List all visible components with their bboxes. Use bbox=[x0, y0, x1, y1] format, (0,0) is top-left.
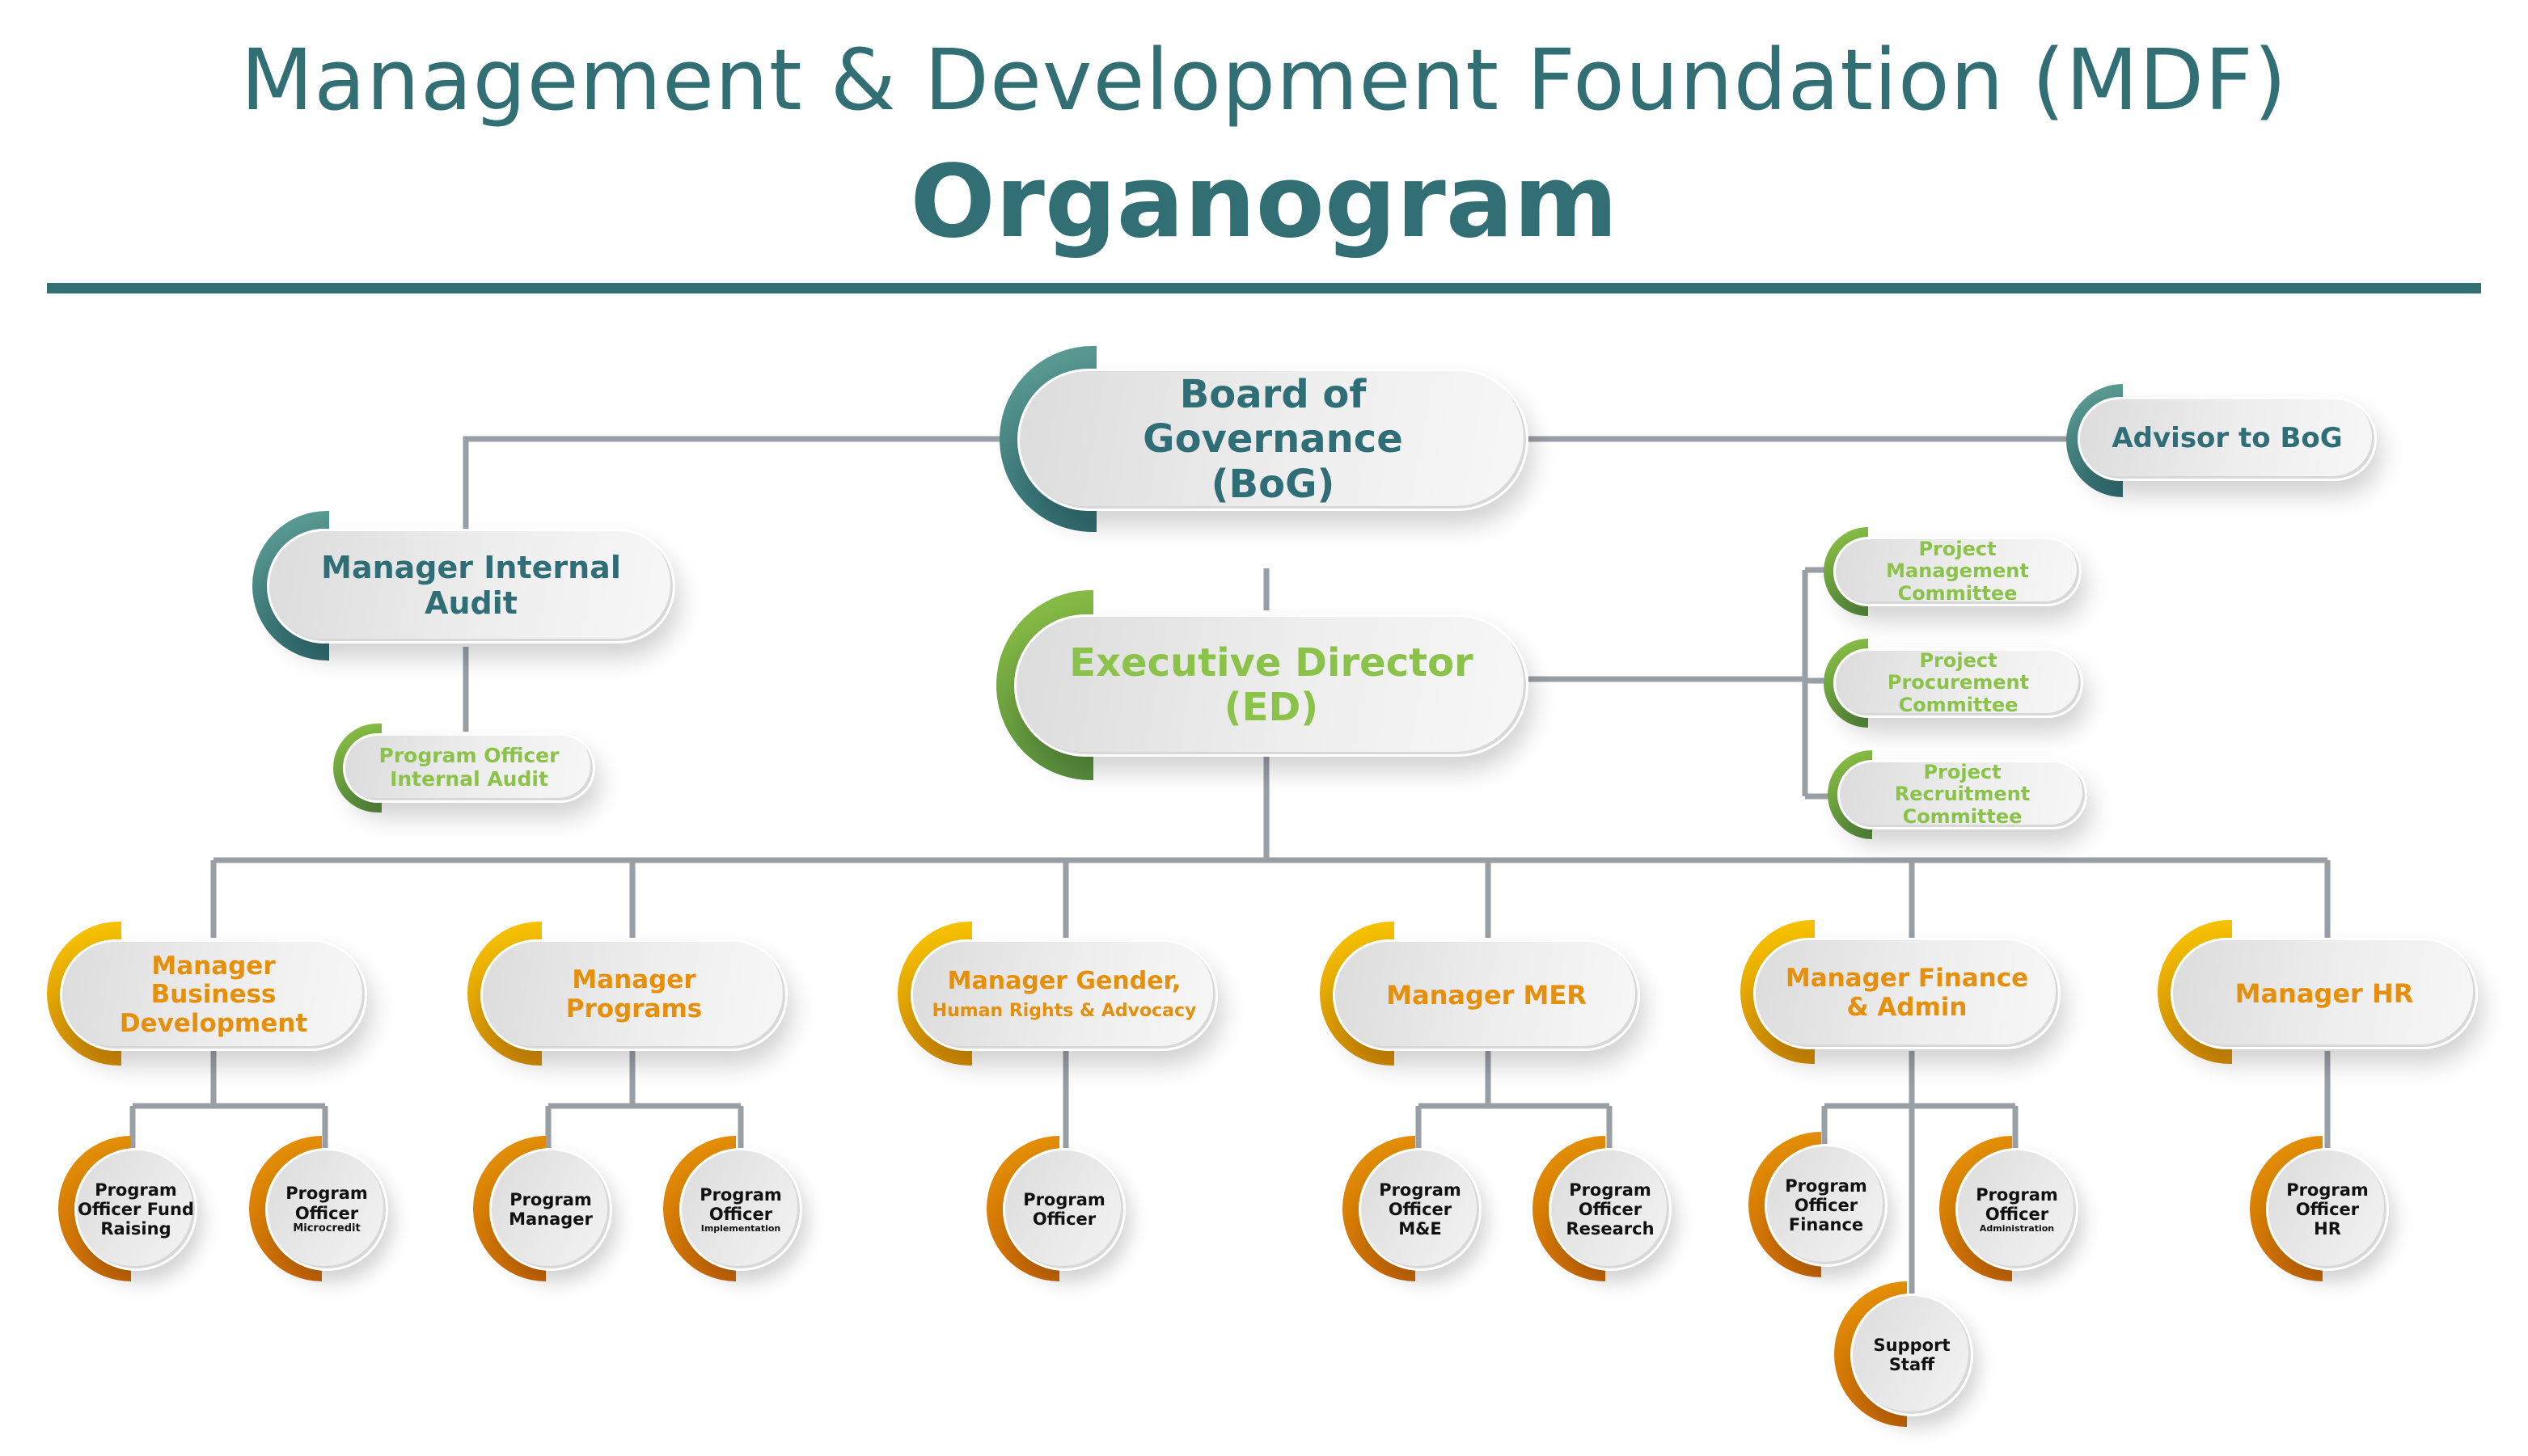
connector-mp-staff bbox=[545, 1051, 744, 1148]
connector-bog-audit bbox=[463, 436, 1003, 534]
connector-ed-committees bbox=[1528, 567, 1836, 800]
node-executive-director[interactable]: Executive Director(ED) bbox=[996, 590, 1532, 780]
connector-mfa-staff bbox=[1821, 1051, 2019, 1294]
node-board-of-governance[interactable]: Board of Governance(BoG) bbox=[1000, 346, 1533, 532]
node-manager-mer[interactable]: Manager MER bbox=[1320, 922, 1643, 1066]
node-advisor-to-bog[interactable]: Advisor to BoG bbox=[2066, 384, 2378, 497]
connector-ed-managers bbox=[210, 756, 2331, 938]
title-divider bbox=[47, 283, 2481, 293]
connector-mer-staff bbox=[1415, 1051, 1613, 1148]
page-subtitle: Organogram bbox=[910, 144, 1618, 260]
node-manager-gender-human-rights-advocacy[interactable]: Manager Gender,Human Rights & Advocacy bbox=[898, 922, 1221, 1066]
node-manager-hr[interactable]: Manager HR bbox=[2158, 920, 2481, 1064]
page-title: Management & Development Foundation (MDF… bbox=[240, 31, 2288, 129]
node-manager-finance-admin[interactable]: Manager Finance& Admin bbox=[1740, 920, 2064, 1064]
connector-mbd-staff bbox=[129, 1051, 328, 1148]
